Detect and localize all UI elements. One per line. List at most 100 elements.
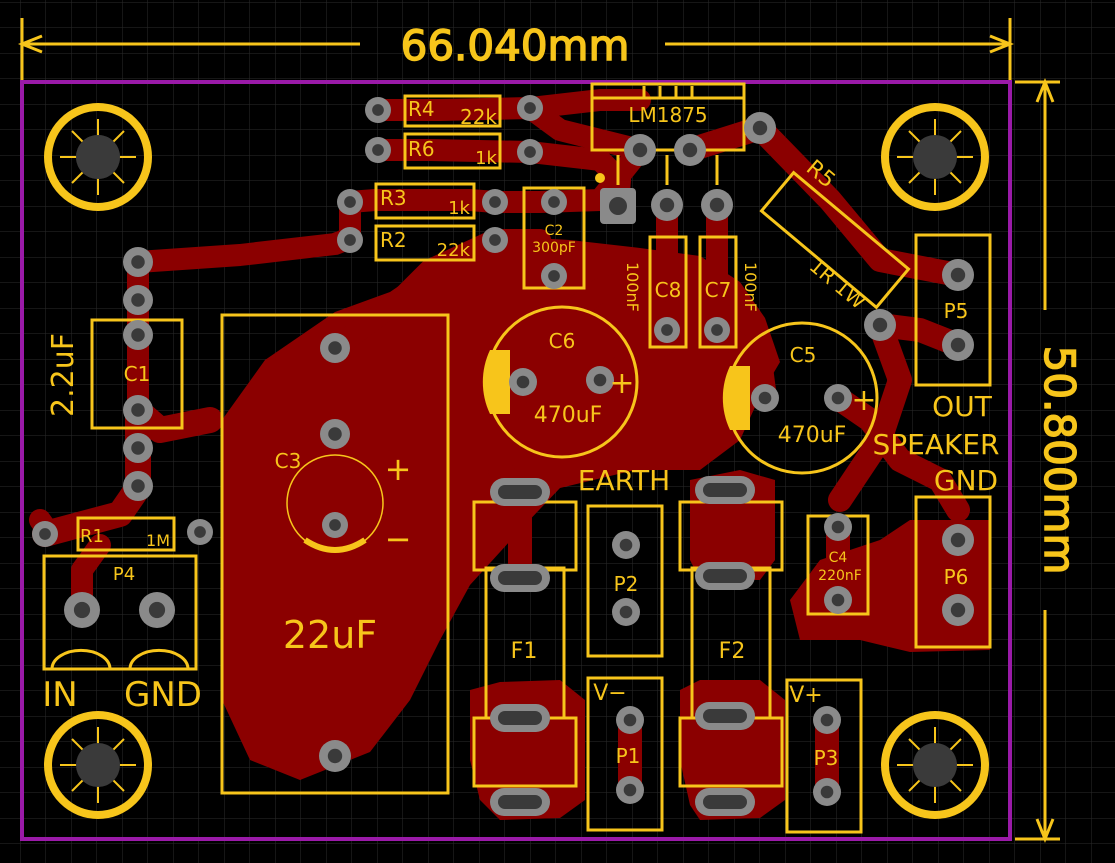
label-c1: C1 <box>124 362 151 386</box>
r5-pad-drill <box>752 120 768 136</box>
label-earth: EARTH <box>578 464 670 497</box>
label-in: IN <box>42 675 77 715</box>
ic-pad-drill <box>682 142 698 158</box>
c3-pad-drill <box>329 519 341 531</box>
c2-pad-drill <box>548 270 560 282</box>
mounting-hole-top-left <box>44 103 152 211</box>
label-vplus: V+ <box>789 683 822 708</box>
label-p5: P5 <box>944 299 969 323</box>
label-p4: P4 <box>113 564 135 585</box>
r4-pad-drill <box>524 102 536 114</box>
c1-pad-drill <box>131 293 145 307</box>
p1-pad-drill <box>623 713 637 727</box>
r2-pad-drill <box>489 234 501 246</box>
label-c8-value: 100nF <box>623 262 642 312</box>
p2-pad-drill <box>619 538 633 552</box>
label-r4-value: 22k <box>460 105 497 129</box>
c1-pad-drill <box>131 403 145 417</box>
f1-pad-drill <box>498 571 542 585</box>
p6-pad-drill <box>950 602 966 618</box>
width-dimension-text: 66.040mm <box>401 21 630 70</box>
label-p1: P1 <box>616 744 641 768</box>
f1-pad-drill <box>498 795 542 809</box>
c1-pad-drill <box>131 328 145 342</box>
r6-pad-drill <box>372 144 384 156</box>
silkscreen-outlines <box>42 82 992 834</box>
c5-pad-drill <box>758 391 772 405</box>
c3-pad-drill <box>328 427 342 441</box>
p4-pad-drill <box>73 601 91 619</box>
label-r2: R2 <box>380 228 407 252</box>
label-c3-plus: + <box>385 450 412 488</box>
label-r6: R6 <box>408 137 435 161</box>
label-c5-plus: + <box>851 383 876 418</box>
label-c7-value: 100nF <box>741 262 760 312</box>
label-speaker: SPEAKER <box>872 428 999 461</box>
label-c4: C4 <box>829 550 848 566</box>
height-dimension: 50.800mm <box>1015 77 1085 844</box>
label-c6-plus: + <box>609 366 634 401</box>
label-c8: C8 <box>655 278 682 302</box>
label-p2: P2 <box>614 572 639 596</box>
mounting-hole-top-right <box>881 103 989 211</box>
r5-pad-drill <box>872 317 888 333</box>
c4-pad-drill <box>831 593 845 607</box>
silkscreen-labels: R4 22k R6 1k R3 1k R2 22k R1 1M R5 1R 1W… <box>42 97 999 770</box>
c4-pad-drill <box>831 520 845 534</box>
f2-pad-drill <box>703 709 747 723</box>
c7-pad-drill <box>709 197 725 213</box>
r1-pad-drill <box>194 526 206 538</box>
label-out: OUT <box>932 390 993 423</box>
c6-pad-drill <box>593 373 607 387</box>
r3-pad-drill <box>344 196 356 208</box>
p3-pad-drill <box>820 785 834 799</box>
label-f2: F2 <box>719 639 746 664</box>
f1-pad-drill <box>498 711 542 725</box>
mounting-hole-bottom-right <box>881 711 989 819</box>
label-vminus: V− <box>593 681 626 706</box>
f1-pad-drill <box>498 485 542 499</box>
label-gnd-in: GND <box>124 675 202 715</box>
label-r1-value: 1M <box>146 531 170 550</box>
label-gnd-speaker: GND <box>934 464 998 497</box>
label-r3: R3 <box>380 186 407 210</box>
ic-pad-drill <box>632 142 648 158</box>
c8-pad-drill <box>659 197 675 213</box>
c1-pad-drill <box>131 255 145 269</box>
label-c5: C5 <box>790 343 817 367</box>
label-c2-value: 300pF <box>532 240 576 256</box>
label-c3: C3 <box>275 449 302 473</box>
p6-pad-drill <box>950 532 966 548</box>
height-dimension-text: 50.800mm <box>1035 346 1084 575</box>
r6-pad-drill <box>524 146 536 158</box>
label-c6-value: 470uF <box>534 403 603 428</box>
label-r1: R1 <box>80 526 104 547</box>
label-r4: R4 <box>408 97 435 121</box>
c5-pad-drill <box>831 391 845 405</box>
c3-pad-drill <box>327 748 343 764</box>
p3-pad-drill <box>820 713 834 727</box>
label-c2: C2 <box>545 223 564 239</box>
r2-pad-drill <box>344 234 356 246</box>
p5-pad-drill <box>950 337 966 353</box>
label-r2-value: 22k <box>437 240 471 261</box>
board-outline <box>20 80 1012 841</box>
c2-pad-drill <box>548 196 560 208</box>
label-c3-value: 22uF <box>283 613 377 657</box>
label-c7: C7 <box>705 278 732 302</box>
p4-pad-drill <box>148 601 166 619</box>
f2-pad-drill <box>703 569 747 583</box>
f2-pad-drill <box>703 483 747 497</box>
mounting-hole-bottom-left <box>44 711 152 819</box>
p2-pad-drill <box>619 605 633 619</box>
label-c6: C6 <box>549 329 576 353</box>
r3-pad-drill <box>489 196 501 208</box>
p5-pad-drill <box>950 267 966 283</box>
label-r6-value: 1k <box>475 148 497 169</box>
label-ic: LM1875 <box>628 103 707 127</box>
f2-pad-drill <box>703 795 747 809</box>
pads <box>32 95 974 816</box>
label-c3-minus: − <box>385 520 412 558</box>
c3-pad-drill <box>328 341 342 355</box>
